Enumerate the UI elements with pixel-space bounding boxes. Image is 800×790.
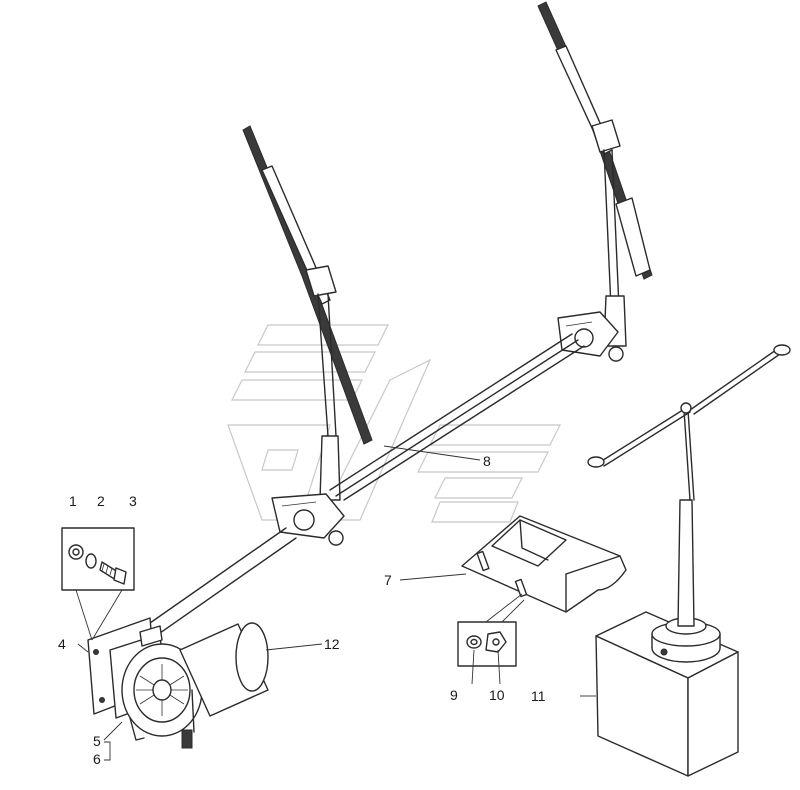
- nuts-9-10: [457, 593, 525, 667]
- right-wiper-arm: [537, 1, 653, 347]
- callout-10: 10: [489, 687, 505, 703]
- right-pivot-bracket: [557, 311, 624, 362]
- callout-9: 9: [450, 687, 458, 703]
- callout-2: 2: [97, 493, 105, 509]
- drive-rod: [139, 527, 297, 641]
- callout-7: 7: [384, 572, 392, 588]
- callout-leaders: [77, 445, 596, 761]
- fasteners-1-2-3: [61, 527, 135, 641]
- left-pivot-bracket: [271, 493, 345, 546]
- callout-11: 11: [531, 688, 546, 704]
- wiper-motor: [87, 617, 269, 749]
- callout-4: 4: [58, 636, 66, 652]
- callout-8: 8: [483, 453, 491, 469]
- callout-1: 1: [69, 493, 77, 509]
- callout-12: 12: [324, 636, 340, 652]
- left-wiper-arm: [242, 125, 373, 501]
- callout-5: 5: [93, 733, 101, 749]
- switch-11: [587, 344, 791, 777]
- linkage-rod-8: [329, 333, 585, 501]
- callout-labels: 1 2 3 4 5 6 7 8 9 10 11 12: [58, 453, 546, 767]
- callout-6: 6: [93, 751, 101, 767]
- cover-7: [461, 515, 627, 613]
- watermark-logo: [227, 324, 561, 523]
- callout-3: 3: [129, 493, 137, 509]
